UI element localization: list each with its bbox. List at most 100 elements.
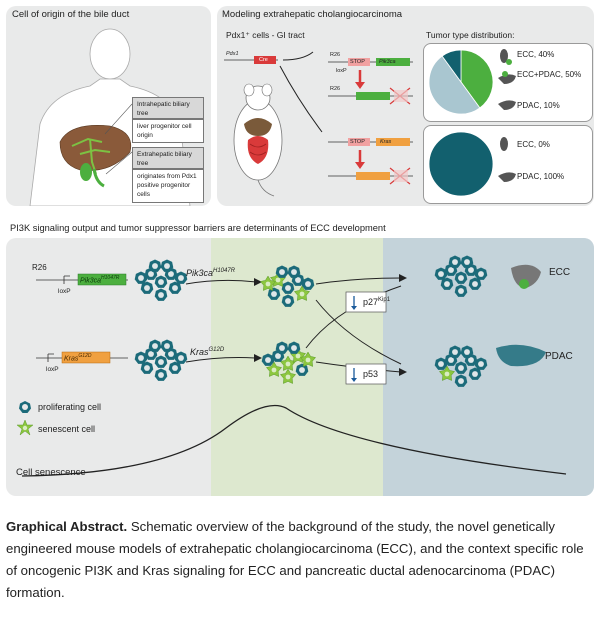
barrier-p27-sup: Kip1 <box>378 297 391 303</box>
cluster-kras-mid-senescent-cell <box>299 351 317 367</box>
cluster-kras-start-proliferating-cell <box>160 339 174 352</box>
cluster-pik3ca-mid-proliferating-cell <box>267 287 281 300</box>
cluster-kras-start-proliferating-cell <box>148 339 162 352</box>
pie1-label-ecc: ECC, 40% <box>517 50 555 59</box>
barrier-p53-label: p53 <box>363 369 379 379</box>
cluster-ecc-end-proliferating-cell <box>434 267 448 280</box>
pik3ca-arrow-sup: H1047R <box>213 268 236 274</box>
cluster-kras-start-proliferating-cell <box>154 368 168 381</box>
cluster-kras-start-proliferating-cell <box>154 355 168 368</box>
cluster-ecc-end-proliferating-cell <box>448 255 462 268</box>
cluster-pik3ca-start-proliferating-cell <box>174 271 188 284</box>
blue-zone <box>383 238 594 496</box>
cluster-pik3ca-mid-proliferating-cell <box>301 277 315 290</box>
kras-gene-label: KrasG12D <box>64 353 91 362</box>
cluster-pdac-end-proliferating-cell <box>434 357 448 370</box>
outcome-pdac-label: PDAC <box>545 351 573 362</box>
loxp-label-b: loxP <box>336 68 347 74</box>
kras-arrow-name: Kras <box>190 347 209 357</box>
panel-b-title: Modeling extrahepatic cholangiocarcinoma <box>222 9 403 20</box>
caption-text: Schematic overview of the background of … <box>6 519 584 600</box>
pie-chart-kras <box>428 131 494 197</box>
cluster-pdac-end-proliferating-cell <box>454 361 468 374</box>
outcome-ecc-label: ECC <box>549 267 571 278</box>
cluster-pik3ca-start-proliferating-cell <box>134 271 148 284</box>
legend-proliferating-icon <box>19 401 31 413</box>
cluster-pik3ca-mid-senescent-cell <box>293 285 311 301</box>
cluster-pik3ca-mid-proliferating-cell <box>275 265 289 278</box>
kras-gene-sup: G12D <box>78 353 92 359</box>
cluster-kras-start-proliferating-cell <box>174 351 188 364</box>
cluster-ecc-end-proliferating-cell <box>454 271 468 284</box>
pie2-slice-pdac <box>428 131 494 197</box>
pie2-label-pdac: PDAC, 100% <box>517 172 565 181</box>
intrahepatic-box-header: Intrahepatic biliary tree <box>132 97 204 119</box>
cluster-pik3ca-start-proliferating-cell <box>154 288 168 301</box>
cell-senescence-label: Cell senescence <box>16 467 86 478</box>
pik3ca-arrow-name: Pik3ca <box>186 268 214 278</box>
r26-top-label: R26 <box>330 52 341 58</box>
cluster-kras-mid-proliferating-cell <box>261 353 275 366</box>
kras-arrow-label: KrasG12D <box>190 347 224 357</box>
cluster-pik3ca-mid-proliferating-cell <box>281 281 295 294</box>
figure-caption: Graphical Abstract. Schematic overview o… <box>6 516 594 604</box>
pik3ca-gene-sup: H1047R <box>101 275 120 281</box>
cluster-pdac-end-proliferating-cell <box>448 345 462 358</box>
legend-senescent-label: senescent cell <box>38 424 96 434</box>
pie1-slice-ecc <box>460 49 494 109</box>
barrier-p27-name: p27 <box>363 297 379 307</box>
mouse-model-diagram <box>224 51 413 197</box>
panel-b-subtitle: Pdx1⁺ cells - GI tract <box>226 30 305 40</box>
pie1-label-pdac: PDAC, 10% <box>517 101 560 110</box>
cluster-kras-mid-proliferating-cell <box>287 341 301 354</box>
cluster-kras-mid-senescent-cell <box>265 361 283 377</box>
barrier-p27-label: p27Kip1 <box>363 297 390 307</box>
pik3ca-gene-name: Pik3ca <box>80 277 102 285</box>
kras-arrow-sup: G12D <box>208 347 225 353</box>
cluster-kras-mid-proliferating-cell <box>275 341 289 354</box>
caption-bold: Graphical Abstract. <box>6 519 128 534</box>
pie1-slice-pdac <box>441 49 462 84</box>
cluster-pik3ca-start-proliferating-cell <box>140 281 154 294</box>
pie1-label-ecc-pdac: ECC+PDAC, 50% <box>517 70 582 79</box>
kras-label-top: Kras <box>380 139 392 145</box>
r26-label-c: R26 <box>32 263 47 272</box>
cluster-pdac-end-senescent-cell <box>438 365 456 381</box>
cluster-pik3ca-mid-senescent-cell <box>259 275 277 291</box>
cluster-pdac-end-proliferating-cell <box>474 357 488 370</box>
intrahepatic-box-text: liver progenitor cell origin <box>132 119 204 143</box>
cluster-pik3ca-start-proliferating-cell <box>154 275 168 288</box>
cluster-pik3ca-start-proliferating-cell <box>148 259 162 272</box>
cluster-kras-start-proliferating-cell <box>134 351 148 364</box>
cluster-pik3ca-start-proliferating-cell <box>168 281 182 294</box>
cluster-pik3ca-mid-proliferating-cell <box>287 265 301 278</box>
panel-a-title: Cell of origin of the bile duct <box>12 9 130 20</box>
r26-mid-label: R26 <box>330 86 341 92</box>
pik3ca-arrow-label: Pik3caH1047R <box>186 268 235 278</box>
legend-senescent-icon <box>17 420 33 436</box>
cluster-pik3ca-mid-proliferating-cell <box>281 294 295 307</box>
organ-icons-panel-b <box>498 49 516 182</box>
cluster-pdac-end-proliferating-cell <box>454 374 468 387</box>
pie-chart-pik3ca <box>428 49 494 115</box>
cluster-ecc-end-proliferating-cell <box>468 277 482 290</box>
pdx1-label: Pdx1 <box>226 51 239 57</box>
cluster-pdac-end-proliferating-cell <box>460 345 474 358</box>
pie2-label-ecc: ECC, 0% <box>517 140 550 149</box>
pie1-slice-ecc-pdac <box>428 55 481 115</box>
kras-gene-name: Kras <box>64 355 79 363</box>
panel-c-diagram <box>21 255 567 477</box>
cluster-kras-start-proliferating-cell <box>140 361 154 374</box>
stop-label-kras: STOP <box>350 139 365 145</box>
stop-label-top: STOP <box>350 59 365 65</box>
extrahepatic-box-text: originates from Pdx1 positive progenitor… <box>132 169 204 203</box>
loxp-label-c2: loxP <box>46 366 59 373</box>
cluster-ecc-end-proliferating-cell <box>440 277 454 290</box>
loxp-label-c1: loxP <box>58 288 71 295</box>
extrahepatic-box-header: Extrahepatic biliary tree <box>132 147 204 169</box>
cluster-pik3ca-start-proliferating-cell <box>160 259 174 272</box>
legend-proliferating-label: proliferating cell <box>38 402 102 412</box>
cluster-ecc-end-proliferating-cell <box>454 284 468 297</box>
cluster-kras-start-proliferating-cell <box>168 361 182 374</box>
cluster-kras-mid-senescent-cell <box>279 368 297 384</box>
